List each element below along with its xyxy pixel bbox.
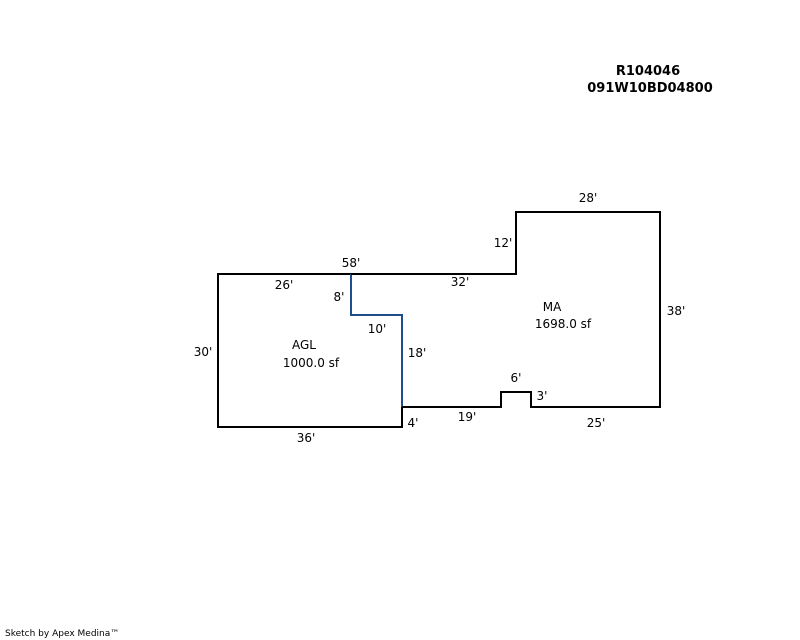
account-number: R104046 — [616, 64, 680, 79]
dim-38: 38' — [667, 304, 686, 318]
dim-25: 25' — [587, 416, 606, 430]
dim-30: 30' — [194, 345, 213, 359]
map-taxlot-number: 091W10BD04800 — [587, 81, 713, 96]
ma-area-code: MA — [543, 300, 562, 314]
dim-4: 4' — [408, 416, 419, 430]
ma-area-size: 1698.0 sf — [535, 317, 592, 331]
dim-36: 36' — [297, 431, 316, 445]
dim-12: 12' — [494, 236, 513, 250]
ma-outline — [351, 211, 661, 408]
dim-10: 10' — [368, 322, 387, 336]
dim-3: 3' — [537, 389, 548, 403]
dim-18: 18' — [408, 346, 427, 360]
dim-26: 26' — [275, 278, 294, 292]
dim-32: 32' — [451, 275, 470, 289]
sketch-credit: Sketch by Apex Medina™ — [5, 629, 119, 639]
agl-outline — [217, 273, 403, 428]
agl-area-size: 1000.0 sf — [283, 356, 340, 370]
dim-8: 8' — [334, 290, 345, 304]
dim-6: 6' — [511, 371, 522, 385]
dim-28: 28' — [579, 191, 598, 205]
shared-wall-line — [350, 274, 403, 407]
agl-area-code: AGL — [292, 338, 316, 352]
dim-58: 58' — [342, 256, 361, 270]
dim-19: 19' — [458, 410, 477, 424]
